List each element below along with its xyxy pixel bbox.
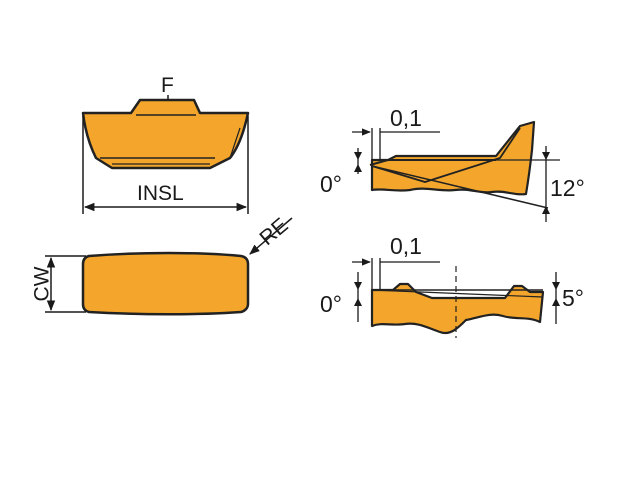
- rake-section-5: 0,1 0° 5°: [320, 233, 584, 338]
- insert-top-view: RE CW: [31, 214, 293, 316]
- angle-5-label: 5°: [562, 285, 584, 311]
- angle-5-arrow-top: [552, 282, 560, 290]
- zero-12-arrow-top: [354, 152, 362, 160]
- insl-label: INSL: [137, 182, 184, 205]
- re-leader: [249, 217, 293, 255]
- rake-section-12-body: [370, 120, 536, 196]
- rake-section-12-chip-line: [371, 127, 521, 183]
- zero-5-label: 0°: [320, 291, 342, 317]
- zero-12-label: 0°: [320, 171, 342, 197]
- insert-top-body: [81, 251, 250, 316]
- angle-12-arrow-top: [542, 152, 550, 160]
- angle-12-arrow-bottom: [542, 206, 550, 214]
- f-label: F: [161, 74, 174, 97]
- rake-section-5-body: [370, 282, 545, 335]
- cw-label: CW: [31, 266, 54, 301]
- insert-front-view: F INSL: [81, 74, 250, 214]
- angle-12-label: 12°: [550, 175, 585, 201]
- rake-section-12: 0,1 0° 12°: [320, 105, 585, 222]
- zero-5-arrow-bottom: [354, 298, 362, 306]
- zero-5-arrow-top: [354, 282, 362, 290]
- rake-section-5-angle-line: [371, 289, 544, 298]
- land-12-label: 0,1: [390, 105, 422, 131]
- zero-12-arrow-bottom: [354, 164, 362, 172]
- rake-section-12-angle-line: [371, 165, 549, 209]
- land-5-label: 0,1: [390, 233, 422, 259]
- angle-5-arrow-bottom: [552, 298, 560, 306]
- insert-front-side-facet: [229, 127, 241, 159]
